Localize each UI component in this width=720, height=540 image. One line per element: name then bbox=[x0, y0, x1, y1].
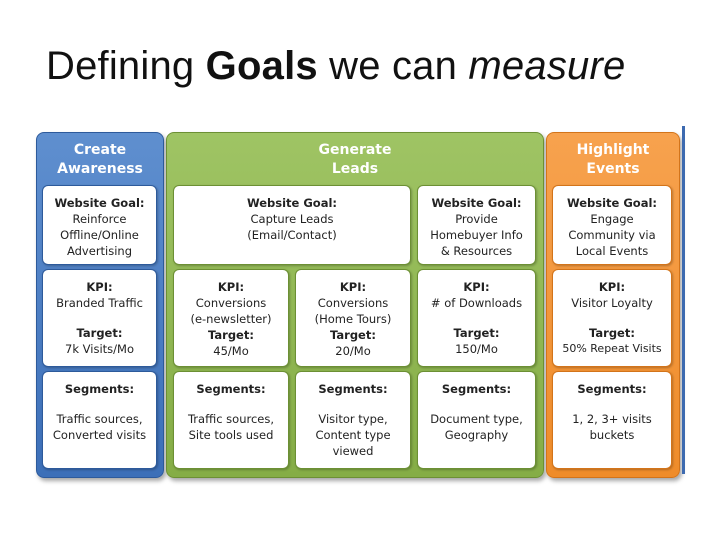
column-generate-leads: Generate Leads Website Goal: Capture Lea… bbox=[166, 132, 544, 478]
website-goal-card: Website Goal: Engage Community via Local… bbox=[552, 185, 672, 265]
segments-card: Segments: Traffic sources, Converted vis… bbox=[42, 371, 157, 469]
column-highlight-events: Highlight Events Website Goal: Engage Co… bbox=[546, 132, 680, 478]
website-goal-card-capture-leads: Website Goal: Capture Leads (Email/Conta… bbox=[173, 185, 411, 265]
goals-diagram: Create Awareness Website Goal: Reinforce… bbox=[36, 124, 684, 478]
kpi-card: KPI: Visitor Loyalty Target: 50% Repeat … bbox=[552, 269, 672, 367]
segments-card-document: Segments: Document type, Geography bbox=[417, 371, 536, 469]
kpi-card-e-newsletter: KPI: Conversions (e-newsletter) Target: … bbox=[173, 269, 289, 367]
website-goal-card-homebuyer-info: Website Goal: Provide Homebuyer Info & R… bbox=[417, 185, 536, 265]
column-create-awareness: Create Awareness Website Goal: Reinforce… bbox=[36, 132, 164, 478]
right-edge-border bbox=[682, 126, 685, 474]
segments-card-visitor: Segments: Visitor type, Content type vie… bbox=[295, 371, 411, 469]
column-header: Generate Leads bbox=[318, 142, 392, 177]
kpi-card-home-tours: KPI: Conversions (Home Tours) Target: 20… bbox=[295, 269, 411, 367]
segments-card-traffic: Segments: Traffic sources, Site tools us… bbox=[173, 371, 289, 469]
column-header: Create Awareness bbox=[57, 142, 143, 177]
kpi-card-downloads: KPI: # of Downloads Target: 150/Mo bbox=[417, 269, 536, 367]
column-header: Highlight Events bbox=[576, 142, 650, 177]
segments-card: Segments: 1, 2, 3+ visits buckets bbox=[552, 371, 672, 469]
kpi-card: KPI: Branded Traffic Target: 7k Visits/M… bbox=[42, 269, 157, 367]
website-goal-card: Website Goal: Reinforce Offline/Online A… bbox=[42, 185, 157, 265]
slide-title: Defining Goals we can measure bbox=[46, 44, 626, 88]
